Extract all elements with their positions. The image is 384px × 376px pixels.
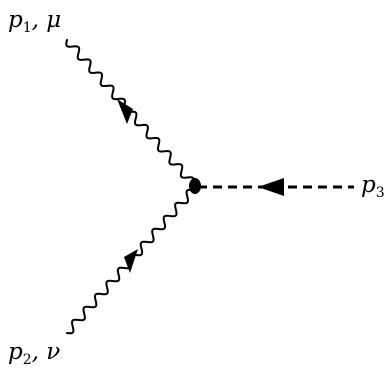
momentum-arrow-upper [117,99,133,124]
label-p2-nu: p2, ν [8,339,60,368]
label-p3: p3 [361,172,384,201]
label-p1-mu: p1, μ [8,7,61,36]
momentum-arrow-lower [124,249,138,273]
vertex-dot [189,178,201,194]
momentum-arrow-scalar [258,178,284,196]
